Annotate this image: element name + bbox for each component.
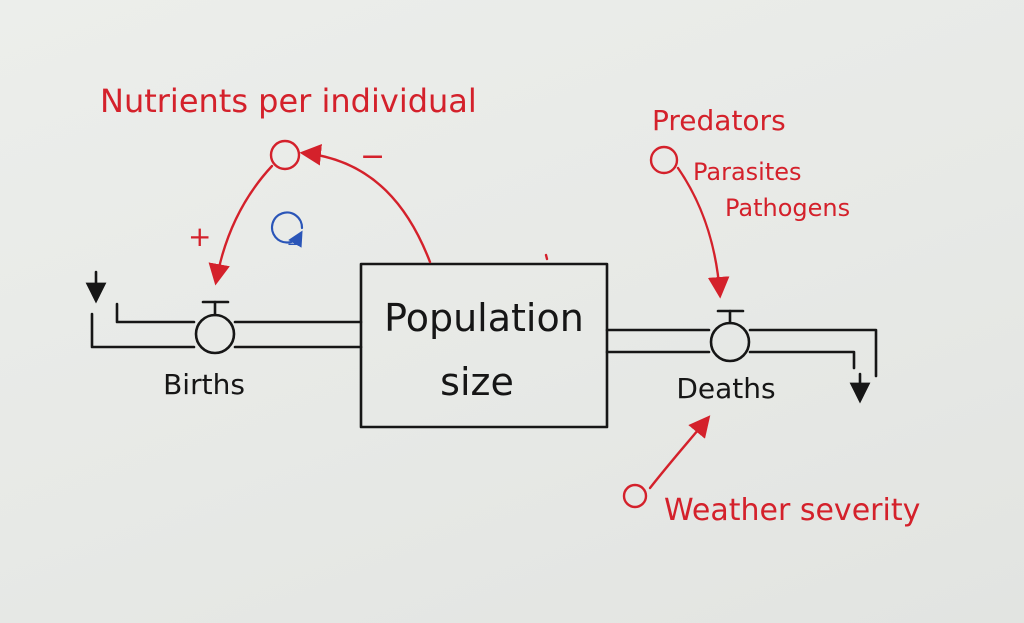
stock-label-line1: Population: [384, 296, 584, 340]
loop-sign: −: [286, 234, 301, 255]
stock-label-line2: size: [440, 360, 514, 404]
stray-mark: [544, 253, 549, 261]
predators-label: Predators: [652, 104, 786, 137]
predators-node: [649, 145, 679, 175]
nutrients-to-births-link: [208, 164, 274, 286]
deaths-valve: [709, 309, 751, 363]
deaths-label: Deaths: [676, 372, 775, 405]
weather-node: [622, 483, 648, 509]
births-label: Births: [163, 368, 245, 401]
outflow-pipe: [605, 328, 878, 404]
predators-to-deaths-link: [676, 166, 730, 299]
births-valve: [194, 300, 236, 355]
weather-to-deaths-link: [648, 415, 711, 490]
balancing-loop-marker: −: [270, 211, 304, 255]
nutrients-to-births-polarity: +: [188, 220, 211, 253]
weather-label: Weather severity: [664, 493, 920, 528]
inflow-pipe: [85, 270, 363, 349]
parasites-label: Parasites: [693, 158, 802, 186]
population-to-nutrients-polarity: −: [360, 139, 385, 174]
population-stock-box: [359, 262, 609, 429]
pathogens-label: Pathogens: [725, 194, 850, 222]
nutrients-node: [269, 139, 301, 171]
population-to-nutrients-link: [299, 144, 432, 264]
nutrients-label: Nutrients per individual: [100, 82, 477, 120]
